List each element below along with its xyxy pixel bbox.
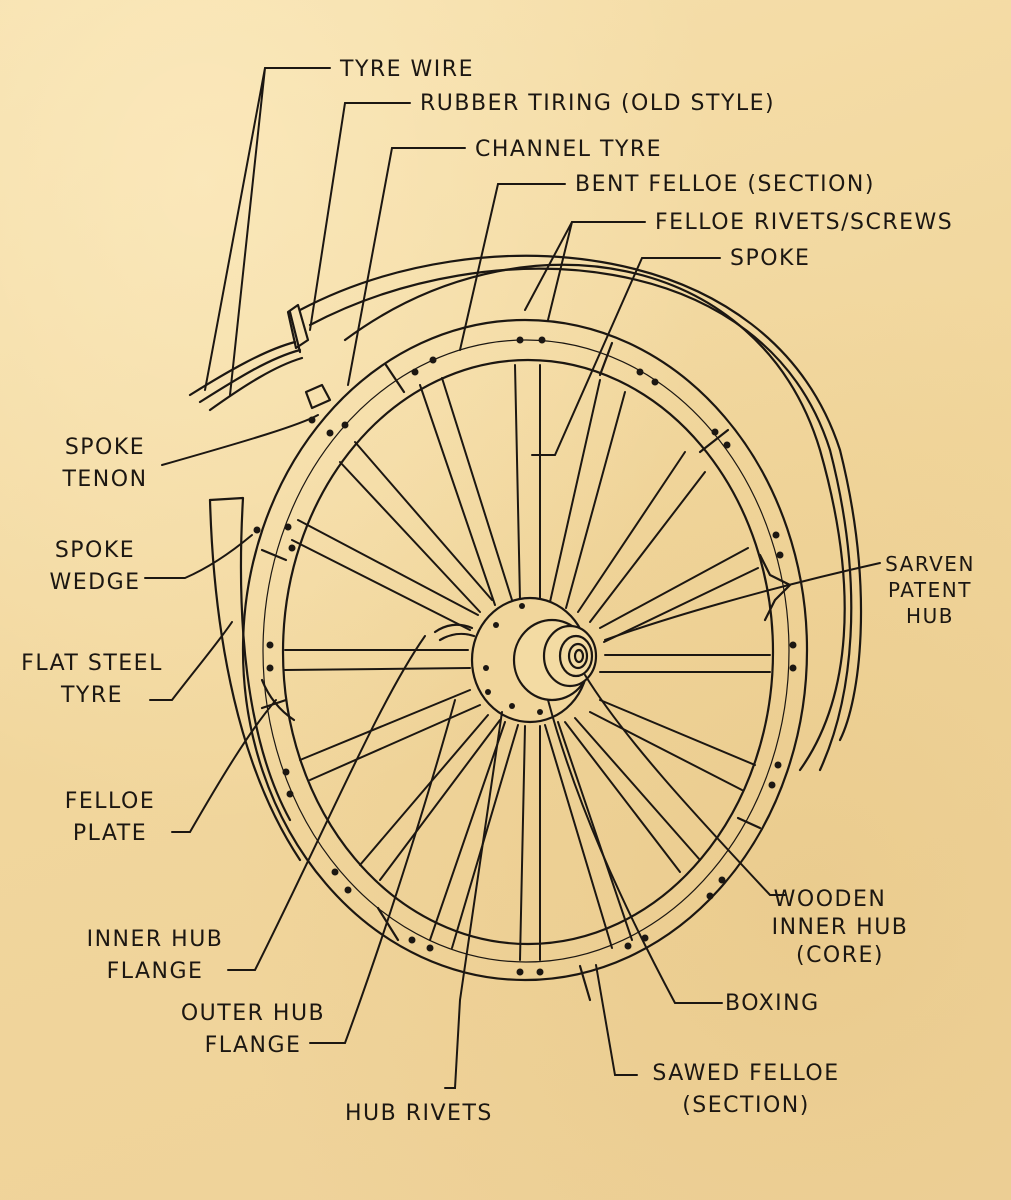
label-hub-rivets: HUB RIVETS xyxy=(345,1101,493,1126)
label-wooden-inner-hub: WOODEN INNER HUB (CORE) xyxy=(771,887,909,968)
spokes xyxy=(284,364,771,961)
label-spoke-tenon: SPOKE TENON xyxy=(62,435,148,492)
label-felloe-plate: FELLOE PLATE xyxy=(64,789,156,846)
label-spoke: SPOKE xyxy=(730,246,811,271)
felloe-outer xyxy=(241,318,809,982)
label-rubber-tiring: RUBBER TIRING (OLD STYLE) xyxy=(420,91,776,116)
label-outer-hub-flange: OUTER HUB FLANGE xyxy=(180,1001,326,1058)
label-bent-felloe: BENT FELLOE (SECTION) xyxy=(575,172,875,197)
label-channel-tyre: CHANNEL TYRE xyxy=(475,137,663,162)
label-spoke-wedge: SPOKE WEDGE xyxy=(49,538,141,595)
label-sarven-patent-hub: SARVEN PATENT HUB xyxy=(885,552,975,628)
label-sawed-felloe: SAWED FELLOE (SECTION) xyxy=(652,1061,840,1118)
label-boxing: BOXING xyxy=(725,991,820,1016)
felloe-plate xyxy=(260,678,296,722)
felloe-inner xyxy=(281,358,775,946)
flat-steel-tyre xyxy=(208,496,292,822)
label-flat-steel-tyre: FLAT STEEL TYRE xyxy=(21,651,163,708)
label-tyre-wire: TYRE WIRE xyxy=(340,57,474,82)
label-felloe-rivets: FELLOE RIVETS/SCREWS xyxy=(655,210,954,235)
rivet-dots xyxy=(253,336,797,976)
felloe-mid xyxy=(262,339,790,963)
rubber-tiring-arc xyxy=(298,254,863,742)
label-inner-hub-flange: INNER HUB FLANGE xyxy=(86,927,224,984)
rubber-block xyxy=(286,303,310,350)
tyre-wire-lines xyxy=(188,340,297,397)
leader-lines xyxy=(144,67,881,1089)
